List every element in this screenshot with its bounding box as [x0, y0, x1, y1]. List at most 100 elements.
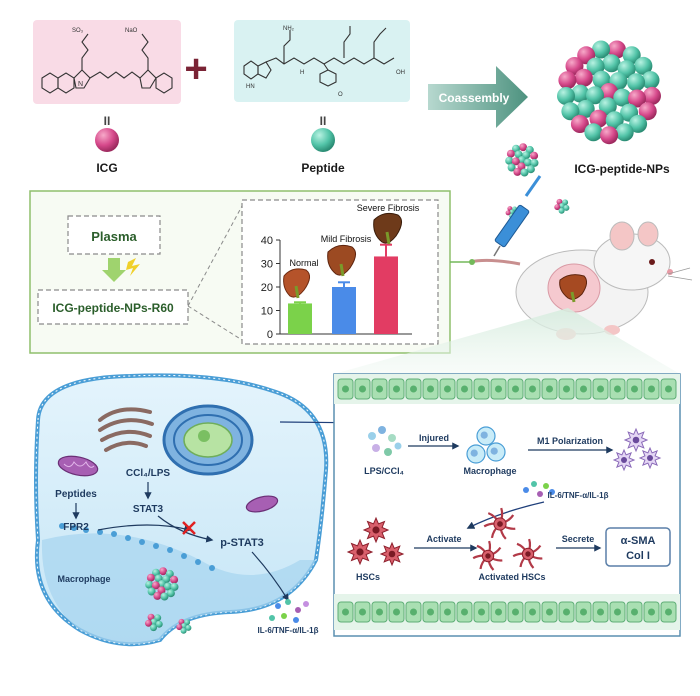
particle-dot — [537, 491, 543, 497]
sinusoid-nucleus — [546, 608, 553, 616]
sinusoid-nucleus — [665, 385, 672, 393]
np-bead — [558, 71, 577, 90]
sinusoid-cells-bottom — [337, 601, 677, 623]
nps-r60-label: ICG-peptide-NPs-R60 — [52, 301, 174, 315]
particle-dot — [394, 442, 402, 450]
activated-hsc-nucleus — [525, 551, 531, 557]
m1-polarization-label: M1 Polarization — [537, 436, 603, 446]
np-cell-bead — [166, 589, 175, 598]
np-out-bead — [145, 619, 152, 627]
np-bead — [592, 40, 610, 59]
sinusoid-nucleus — [478, 608, 485, 616]
peptide-oh-text: OH — [396, 70, 405, 76]
sinusoid-cells-top — [337, 378, 677, 400]
np-cell-bead — [145, 580, 154, 589]
np-bead — [629, 114, 648, 133]
np-bead — [584, 123, 603, 142]
np-cell-bead — [159, 567, 168, 576]
np-small-bead — [506, 149, 515, 158]
m1-macrophage-nucleus — [647, 455, 653, 461]
np-cell-bead — [146, 573, 155, 582]
m1-macrophage-nucleus — [621, 457, 627, 463]
y-tick-label: 30 — [261, 259, 273, 271]
np-small-bead — [507, 163, 516, 172]
injured-label: Injured — [419, 433, 449, 443]
particle-dot — [523, 487, 529, 493]
sinusoid-nucleus — [427, 608, 434, 616]
sinusoid-nucleus — [495, 385, 502, 393]
macrophage-nucleus — [490, 447, 498, 455]
sinusoid-nucleus — [410, 608, 417, 616]
hsc-nucleus — [356, 548, 364, 556]
sinusoid-nucleus — [597, 385, 604, 393]
sinusoid-nucleus — [597, 608, 604, 616]
sinusoid-nucleus — [580, 385, 587, 393]
sinusoid-nucleus — [512, 608, 519, 616]
np-small-bead — [523, 158, 532, 167]
particle-dot — [269, 615, 275, 621]
cell-cytokines-label: IL-6/TNF-α/IL-1β — [258, 626, 319, 635]
peptide-equiv-mark: II — [320, 114, 327, 128]
np-small-bead — [505, 156, 514, 165]
tissue-cytokines-label: IL-6/TNF-α/IL-1β — [548, 491, 609, 500]
np-bead — [589, 109, 608, 128]
np-out-bead — [176, 624, 183, 631]
col-i-label: Col I — [626, 550, 650, 562]
np-bead — [574, 68, 593, 87]
sinusoid-nucleus — [444, 608, 451, 616]
sinusoid-nucleus — [461, 608, 468, 616]
inhibition-cross — [182, 521, 196, 535]
golgi-apparatus — [98, 407, 154, 452]
liver-tissue-panel — [333, 373, 681, 637]
peptide-label: Peptide — [301, 161, 345, 175]
np-out-bead — [185, 624, 192, 631]
np-small-bead — [520, 168, 529, 177]
sinusoid-nucleus — [529, 608, 536, 616]
sinusoid-nucleus — [580, 608, 587, 616]
np-bead — [600, 126, 619, 145]
macrophage-cell-label: Macrophage — [57, 574, 110, 584]
hscs-label: HSCs — [356, 572, 380, 582]
m1-macrophages — [612, 427, 662, 472]
sinusoid-nucleus — [342, 608, 349, 616]
np-tiny-bead — [554, 204, 561, 211]
particle-dot — [384, 448, 392, 456]
peptide-hn-text: HN — [246, 84, 255, 90]
sinusoid-nucleus — [461, 385, 468, 393]
liver-icon-mild — [327, 244, 356, 277]
icg-label: ICG — [96, 161, 117, 175]
np-cell-bead — [147, 587, 156, 596]
internalized-nanoparticle — [145, 567, 179, 601]
np-bead — [638, 102, 657, 121]
particle-dot — [531, 481, 537, 487]
icg-equiv-mark: II — [104, 114, 111, 128]
activated-hscs-label: Activated HSCs — [478, 572, 545, 582]
coassembly-label: Coassembly — [439, 91, 510, 105]
down-arrow — [102, 258, 126, 282]
mouse-illustration — [450, 221, 693, 340]
np-small-bead — [513, 167, 522, 176]
extracellular-nanoparticle — [145, 613, 192, 634]
np-small-bead — [519, 143, 528, 152]
np-bead — [643, 86, 661, 105]
particle-dot — [388, 434, 396, 442]
nps-label: ICG-peptide-NPs — [574, 162, 670, 176]
hsc-nucleus — [372, 526, 380, 534]
sinusoid-nucleus — [563, 385, 570, 393]
np-out-bead — [155, 620, 163, 628]
sinusoid-nucleus — [342, 385, 349, 393]
sinusoid-nucleus — [614, 608, 621, 616]
peptide-nh2-text: NH₂ — [283, 26, 295, 32]
zoom-fan — [334, 308, 680, 374]
peptide-structure-panel: NH₂ OH O HN H — [234, 20, 410, 102]
np-bead — [605, 111, 624, 130]
np-small-bead — [511, 157, 520, 166]
sinusoid-nucleus — [376, 608, 383, 616]
sinusoid-nucleus — [444, 385, 451, 393]
ccl4-lps-label: CCl₄/LPS — [126, 468, 171, 479]
np-cell-bead — [170, 575, 179, 584]
particle-dot — [303, 601, 309, 607]
activate-label: Activate — [426, 534, 461, 544]
sinusoid-nucleus — [427, 385, 434, 393]
